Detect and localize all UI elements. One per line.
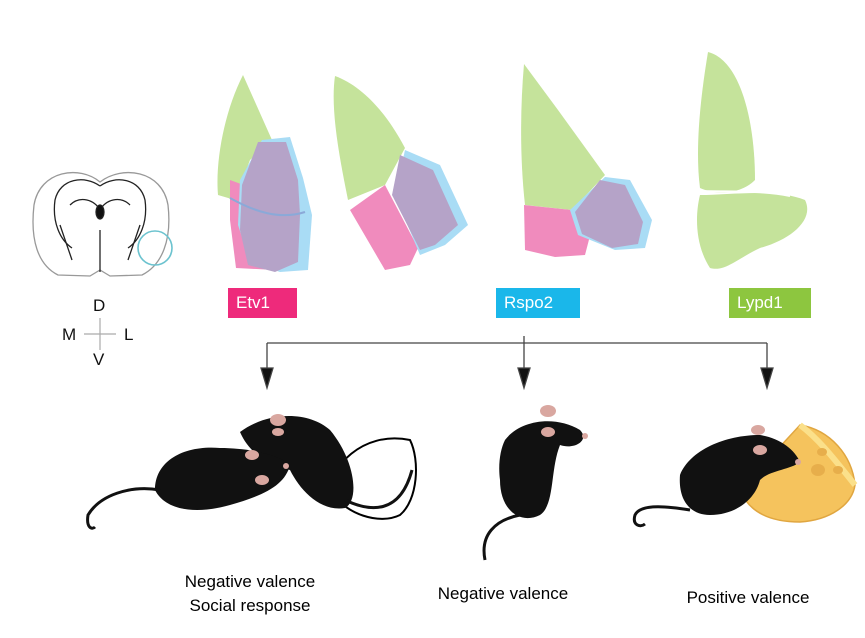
mouse-single-icon [482, 405, 588, 561]
behavior-caption-3: Positive valence [648, 586, 848, 610]
connector-arrows [260, 336, 774, 391]
arrow-head-2 [517, 367, 531, 391]
orientation-dorsal: D [93, 296, 106, 315]
behavior-caption-3-line1: Positive valence [686, 588, 810, 607]
amygdala-section-4 [697, 52, 808, 269]
marker-label-lypd1: Lypd1 [729, 288, 811, 318]
behavior-caption-2: Negative valence [403, 582, 603, 606]
mouse-cheese-icon [632, 422, 858, 528]
orientation-ventral: V [93, 350, 105, 369]
orientation-lateral: L [124, 325, 134, 344]
marker-label-rspo2: Rspo2 [496, 288, 580, 318]
mouse-pair-icon [86, 414, 417, 530]
amygdala-section-3 [521, 64, 652, 257]
amygdala-section-1 [217, 75, 312, 272]
behavior-caption-1-line2: Social response [189, 596, 311, 615]
behavior-caption-2-line1: Negative valence [437, 584, 569, 603]
orientation-medial: M [62, 325, 77, 344]
amygdala-section-2 [333, 76, 468, 270]
arrow-head-3 [760, 367, 774, 391]
marker-label-etv1: Etv1 [228, 288, 297, 318]
behavior-caption-1-line1: Negative valence [184, 572, 316, 591]
arrow-head-1 [260, 367, 274, 391]
brain-section-icon [32, 171, 173, 277]
orientation-cross [84, 318, 116, 350]
behavior-caption-1: Negative valence Social response [150, 570, 350, 618]
